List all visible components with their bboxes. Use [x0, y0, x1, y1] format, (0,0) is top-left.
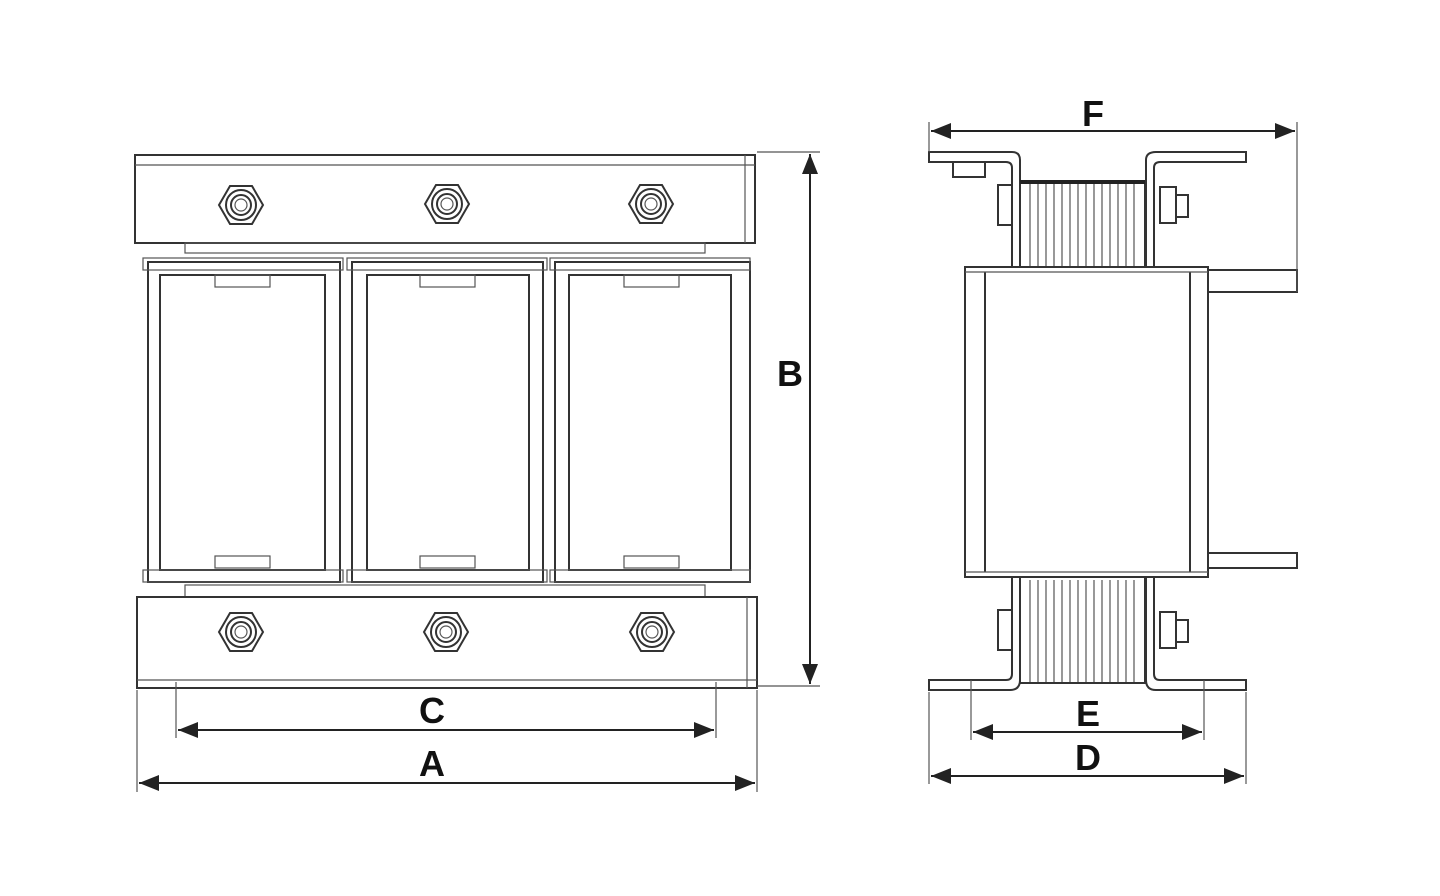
coil-3	[549, 257, 751, 583]
side-view: F E D	[928, 93, 1298, 784]
dimension-label-d: D	[1075, 737, 1101, 778]
dimension-a: A	[136, 690, 758, 792]
bolt-icon	[218, 612, 264, 652]
lamination-stack-bottom	[1019, 576, 1146, 684]
bolt-icon	[424, 184, 470, 224]
dimension-b: B	[757, 151, 820, 687]
bolt-icon	[1159, 186, 1177, 224]
bolt-icon	[218, 185, 264, 225]
bolt-icon	[997, 609, 1013, 651]
coil-1	[142, 257, 344, 583]
bolt-icon	[423, 612, 469, 652]
side-bolts	[997, 184, 1189, 651]
lamination-stack-top	[1019, 180, 1146, 268]
coil-2	[346, 257, 548, 583]
dimension-label-c: C	[419, 690, 445, 731]
coils	[142, 257, 751, 583]
mounting-feet	[928, 576, 1247, 691]
dimension-label-a: A	[419, 743, 445, 784]
dimension-label-e: E	[1076, 693, 1100, 734]
front-view: A C B	[134, 151, 820, 792]
bolt-icon	[997, 184, 1013, 226]
dimension-label-b: B	[777, 353, 803, 394]
terminal-tabs	[1208, 269, 1298, 569]
bolt-icon	[1159, 611, 1177, 649]
dimension-label-f: F	[1082, 93, 1104, 134]
coil-side	[964, 266, 1209, 578]
dimension-d: D	[928, 692, 1247, 784]
dimension-c: C	[175, 682, 717, 738]
dimension-f: F	[928, 93, 1298, 292]
bolt-icon	[628, 184, 674, 224]
dimension-e: E	[970, 680, 1205, 740]
bolt-icon	[629, 612, 675, 652]
